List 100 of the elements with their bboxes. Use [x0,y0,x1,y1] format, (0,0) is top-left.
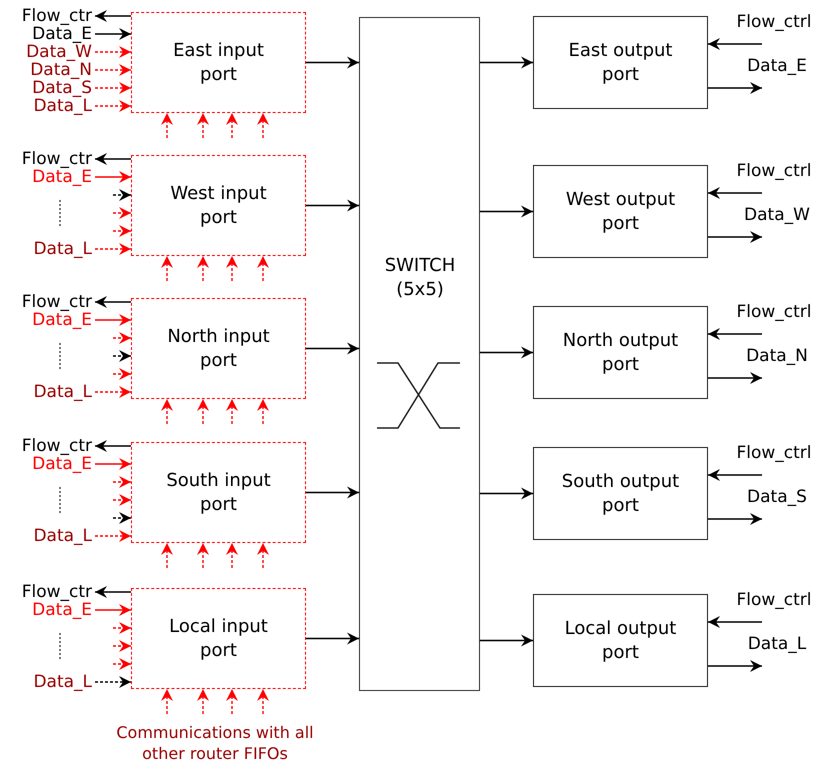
arrow [113,225,131,237]
arrow [306,342,359,354]
signal-label: Data_L [0,527,95,545]
arrow [197,543,209,568]
arrow [708,187,762,199]
arrow [95,10,131,22]
input-port-box: Local input port [131,588,306,689]
signal-label: Flow_ctrl [730,162,818,193]
switch-label: SWITCH (5x5) [384,254,456,302]
arrow [95,171,131,183]
signal-label: Data_S [738,488,816,519]
signal-label: Flow_ctrl [730,444,818,475]
arrow [113,476,131,488]
arrow [161,399,173,424]
arrow [226,256,238,281]
arrow [113,640,131,652]
signal-label: Data_L [0,240,95,258]
arrow [226,399,238,424]
signal-label: Flow_ctr [0,437,95,455]
signal-label: Flow_ctr [0,583,95,601]
signal-label: Data_L [738,635,816,666]
input-port-box: West input port [131,155,306,256]
arrow [226,689,238,714]
arrow [113,207,131,219]
signal-label: Flow_ctrl [730,13,818,44]
arrow [113,189,131,201]
output-port-box: East output port [533,16,708,109]
arrow [197,256,209,281]
arrow [306,486,359,498]
arrow [95,458,131,470]
signal-label: Flow_ctrl [730,591,818,622]
arrow [113,658,131,670]
arrow [113,622,131,634]
arrow [480,206,533,218]
arrow [95,46,131,58]
arrow [708,82,762,94]
arrow [257,543,269,568]
signal-label: Data_E [0,311,95,329]
arrow [197,399,209,424]
arrow [480,488,533,500]
signal-label: Data_N [738,347,816,378]
arrow [306,632,359,644]
signal-label: Data_W [738,206,816,237]
arrow [708,231,762,243]
signal-label: Data_E [0,455,95,473]
arrow [95,243,131,255]
arrow [257,256,269,281]
arrow [95,64,131,76]
arrow [95,604,131,616]
arrow [708,469,762,481]
output-port-box: South output port [533,447,708,540]
arrow [306,200,359,212]
arrow [95,28,131,40]
arrow [708,660,762,672]
arrow [708,616,762,628]
arrow [95,586,131,598]
signal-label: Flow_ctr [0,293,95,311]
output-port-box: West output port [533,165,708,258]
arrow [95,82,131,94]
arrow [161,113,173,138]
arrow [95,530,131,542]
signal-label: Data_L [0,97,95,115]
arrow [161,543,173,568]
arrow [95,386,131,398]
arrow [708,513,762,525]
arrow [306,56,359,68]
signal-label: Data_E [0,168,95,186]
arrow [113,368,131,380]
signal-label: Flow_ctr [0,150,95,168]
arrow [95,676,131,688]
signal-label: Data_S [0,79,95,97]
arrow [226,113,238,138]
arrow [95,100,131,112]
arrow [161,689,173,714]
arrow [257,113,269,138]
arrow [708,372,762,384]
input-port-box: East input port [131,12,306,113]
arrow [161,256,173,281]
arrow [226,543,238,568]
arrow [480,346,533,358]
signal-label: Data_E [0,25,95,43]
arrow [197,689,209,714]
input-port-box: South input port [131,442,306,543]
arrow [95,314,131,326]
arrow [95,440,131,452]
signal-label: Flow_ctr [0,7,95,25]
signal-label: Data_L [0,383,95,401]
arrow [257,689,269,714]
output-port-box: Local output port [533,594,708,687]
signal-label: Data_E [0,601,95,619]
note-text: Communications with all other router FIFOs [116,722,314,764]
arrow [113,494,131,506]
output-port-box: North output port [533,306,708,399]
arrow [708,38,762,50]
arrow [708,328,762,340]
arrow [197,113,209,138]
signal-label: Data_E [738,57,816,88]
switch-box [359,17,480,691]
signal-label: Data_N [0,61,95,79]
arrow [95,296,131,308]
